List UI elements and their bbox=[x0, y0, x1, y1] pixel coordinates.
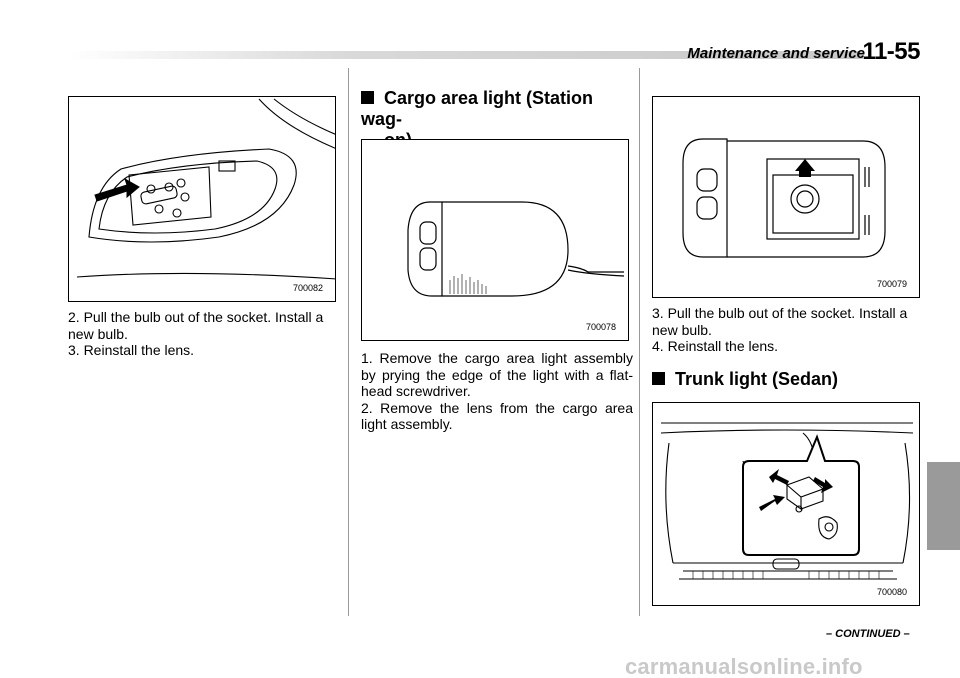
trunk-light-illustration bbox=[660, 422, 914, 580]
step-text: 2. Remove the lens from the cargo area l… bbox=[361, 399, 633, 433]
section-tab bbox=[927, 462, 960, 550]
continued-label: – CONTINUED – bbox=[826, 628, 910, 640]
figure-code: 700079 bbox=[876, 279, 907, 289]
figure-code: 700080 bbox=[876, 587, 907, 597]
square-bullet-icon bbox=[652, 372, 665, 385]
watermark: carmanualsonline.info bbox=[625, 654, 863, 678]
figure-cargo-light: 700078 bbox=[361, 139, 629, 341]
figure-code: 700082 bbox=[292, 283, 323, 293]
figure-trunk-light: 700080 bbox=[652, 402, 920, 606]
column-divider bbox=[639, 68, 640, 616]
step-text: 3. Pull the bulb out of the socket. Inst… bbox=[652, 305, 908, 338]
col1-steps: 2. Pull the bulb out of the socket. Inst… bbox=[68, 309, 340, 359]
section-title: Maintenance and service bbox=[687, 45, 865, 62]
light-assembly-illustration bbox=[682, 138, 886, 258]
page-number: 11-55 bbox=[862, 38, 920, 65]
cargo-light-illustration bbox=[407, 201, 625, 297]
col3-steps: 3. Pull the bulb out of the socket. Inst… bbox=[652, 305, 924, 355]
step-text: 2. Pull the bulb out of the socket. Inst… bbox=[68, 309, 324, 342]
column-divider bbox=[348, 68, 349, 616]
header-rule bbox=[68, 51, 864, 59]
figure-bulb-socket: 700082 bbox=[68, 96, 336, 302]
figure-light-assembly: 700079 bbox=[652, 96, 920, 298]
bulb-socket-illustration bbox=[76, 98, 335, 280]
step-text: 3. Reinstall the lens. bbox=[68, 342, 195, 358]
heading-cargo-light: Cargo area light (Station wag- on) bbox=[361, 88, 594, 150]
step-text: 1. Remove the cargo area light assembly … bbox=[361, 350, 633, 399]
heading-trunk-light: Trunk light (Sedan) bbox=[652, 369, 924, 390]
figure-code: 700078 bbox=[585, 322, 616, 332]
square-bullet-icon bbox=[361, 91, 374, 104]
col2-steps: 1. Remove the cargo area light assembly … bbox=[361, 350, 633, 433]
step-text: 4. Reinstall the lens. bbox=[652, 338, 779, 354]
